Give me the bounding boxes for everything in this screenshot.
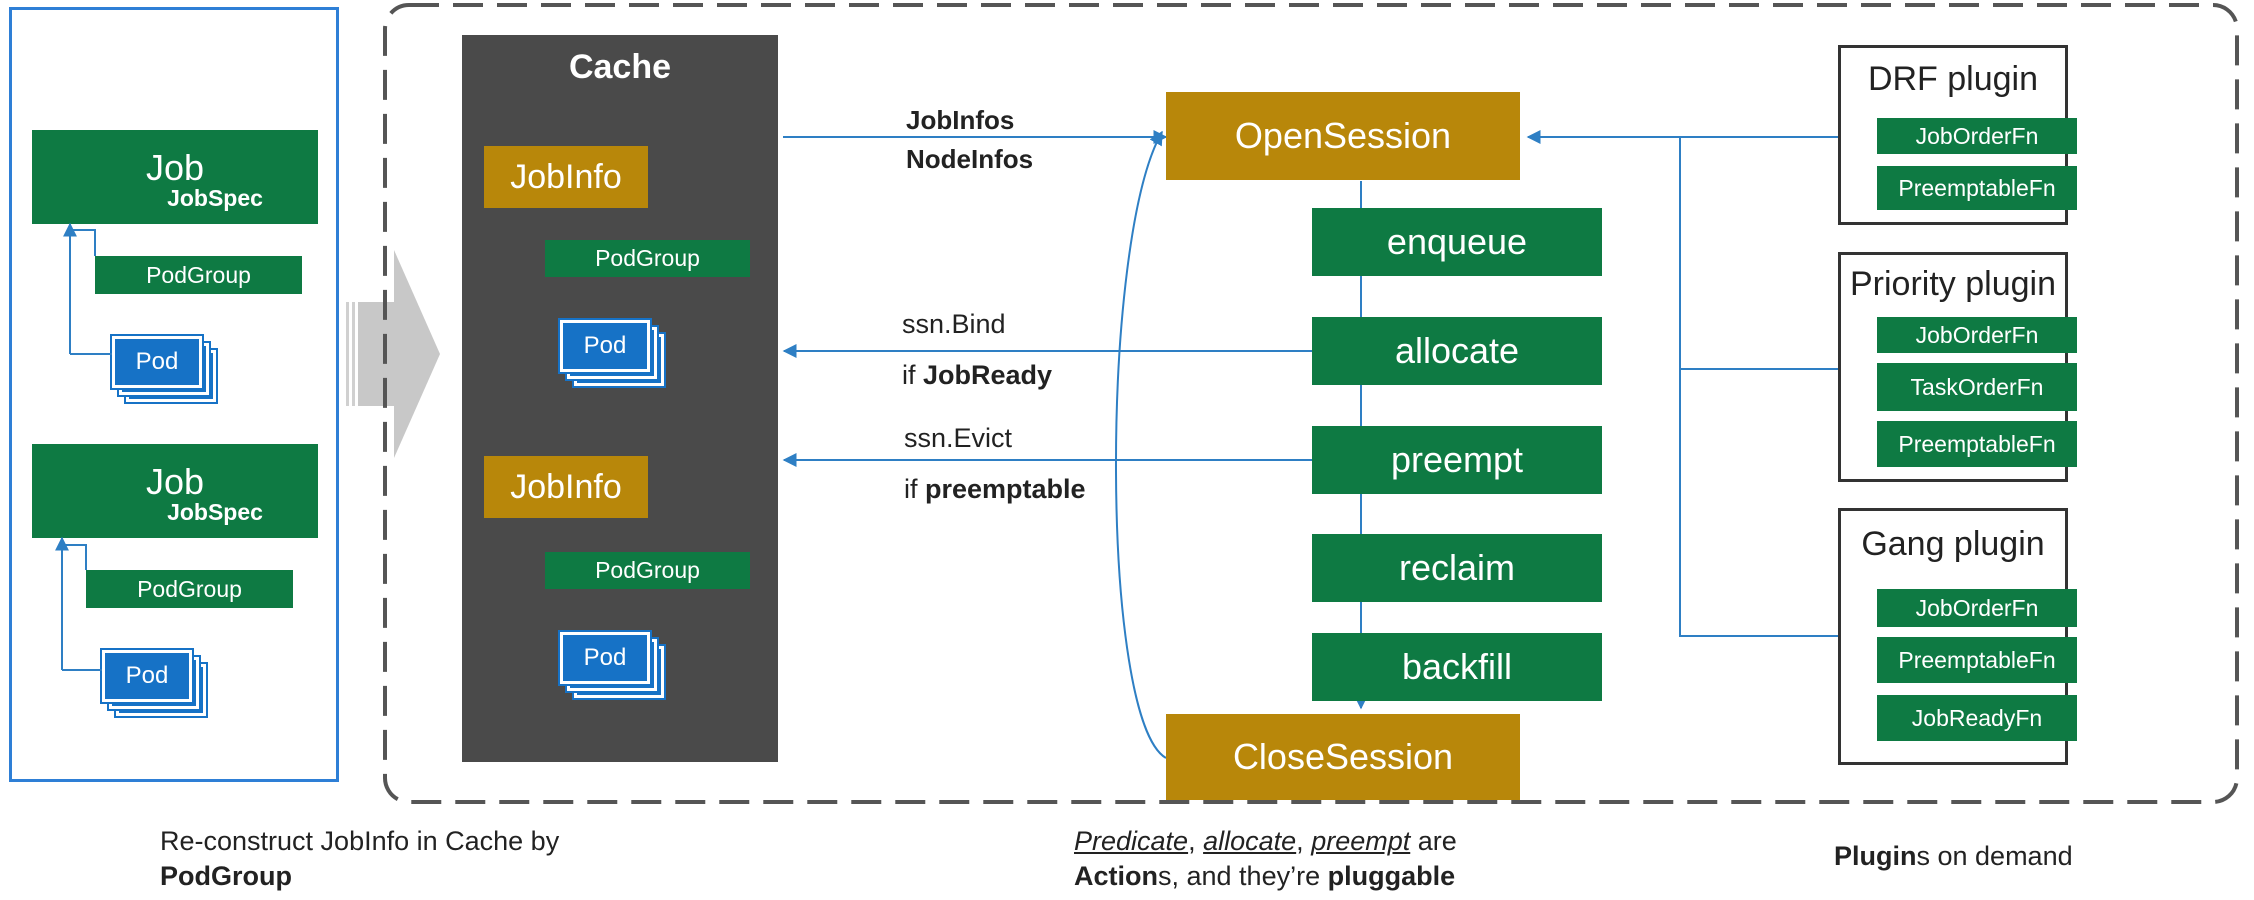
plugin-fn: JobOrderFn — [1877, 317, 2077, 353]
plugin-drf: DRF plugin JobOrderFn PreemptableFn — [1838, 45, 2077, 225]
action-reclaim: reclaim — [1312, 534, 1602, 602]
plugin-title: Gang plugin — [1861, 525, 2045, 563]
transfer-arrow — [346, 250, 440, 458]
podgroup-box: PodGroup — [86, 570, 293, 608]
caption-bold: Action — [1074, 861, 1158, 891]
cache-podgroup-2: PodGroup — [545, 552, 750, 589]
pod-card: Pod — [102, 650, 192, 702]
ssn-evict-label: ssn.Evict — [904, 423, 1013, 453]
plugins-caption: Plugins on demand — [1834, 841, 2073, 872]
job-box-1: Job JobSpec — [32, 130, 318, 224]
action-allocate: allocate — [1312, 317, 1602, 385]
nodeinfos-label: NodeInfos — [906, 144, 1034, 174]
plugin-fn: TaskOrderFn — [1877, 363, 2077, 411]
plugin-priority: Priority plugin JobOrderFn TaskOrderFn P… — [1838, 252, 2077, 482]
plugin-fn: JobOrderFn — [1877, 118, 2077, 154]
plugin-fn: JobReadyFn — [1877, 695, 2077, 741]
pod-card: Pod — [112, 336, 202, 388]
actions-caption-line1: Predicate, allocate, preempt are — [1074, 826, 1457, 857]
jobs-panel — [9, 7, 339, 782]
action-backfill: backfill — [1312, 633, 1602, 701]
left-caption-line2: PodGroup — [160, 861, 292, 891]
job-spec: JobSpec — [167, 498, 263, 525]
caption-tail: are — [1410, 826, 1457, 856]
plugin-title: Priority plugin — [1850, 265, 2056, 303]
jobinfos-label: JobInfos — [906, 105, 1015, 135]
caption-word: preempt — [1311, 826, 1411, 856]
job-box-2: Job JobSpec — [32, 444, 318, 538]
caption-rest: s on demand — [1916, 841, 2073, 871]
caption-tail: s, and they’re — [1158, 861, 1328, 891]
pod-stack: Pod — [112, 336, 216, 402]
plugin-gang: Gang plugin JobOrderFn PreemptableFn Job… — [1838, 508, 2077, 765]
bind-cond-value: JobReady — [923, 360, 1053, 390]
action-enqueue: enqueue — [1312, 208, 1602, 276]
jobinfo-box-2: JobInfo — [484, 456, 648, 518]
pod-stack: Pod — [102, 650, 206, 716]
cache-pod-stack-2: Pod — [560, 632, 664, 698]
job-title: Job — [145, 146, 205, 188]
ssn-bind-label: ssn.Bind — [902, 309, 1006, 339]
close-session-box: CloseSession — [1166, 714, 1520, 800]
cache-pod-stack-1: Pod — [560, 320, 664, 386]
actions-caption-line2: Actions, and they’re pluggable — [1074, 861, 1455, 892]
plugin-fn: PreemptableFn — [1877, 421, 2077, 467]
open-session-box: OpenSession — [1166, 92, 1520, 180]
plugin-fn: PreemptableFn — [1877, 166, 2077, 210]
evict-cond-value: preemptable — [925, 474, 1086, 504]
caption-word: Predicate — [1074, 826, 1189, 856]
job-spec: JobSpec — [167, 184, 263, 211]
caption-word: allocate — [1203, 826, 1297, 856]
pod-card: Pod — [560, 320, 650, 372]
plugin-fn: JobOrderFn — [1877, 589, 2077, 627]
bind-condition: if JobReady — [902, 360, 1052, 391]
job1-link — [69, 229, 96, 354]
caption-bold: Plugin — [1834, 841, 1917, 871]
plugin-fn: PreemptableFn — [1877, 637, 2077, 683]
action-preempt: preempt — [1312, 426, 1602, 494]
evict-condition: if preemptable — [904, 474, 1086, 505]
left-caption-line1: Re-construct JobInfo in Cache by — [160, 826, 560, 856]
scheduler-frame — [383, 3, 2239, 804]
cache-podgroup-1: PodGroup — [545, 240, 750, 277]
podgroup-box: PodGroup — [95, 256, 302, 294]
caption-bold: pluggable — [1327, 861, 1456, 891]
pod-card: Pod — [560, 632, 650, 684]
evict-cond-prefix: if — [904, 474, 926, 504]
job-title: Job — [145, 460, 205, 502]
caption-sep: , — [1188, 826, 1204, 856]
jobinfo-box-1: JobInfo — [484, 146, 648, 208]
bind-cond-prefix: if — [902, 360, 924, 390]
plugin-title: DRF plugin — [1867, 60, 2039, 98]
caption-sep: , — [1296, 826, 1312, 856]
cache-title: Cache — [568, 48, 672, 86]
